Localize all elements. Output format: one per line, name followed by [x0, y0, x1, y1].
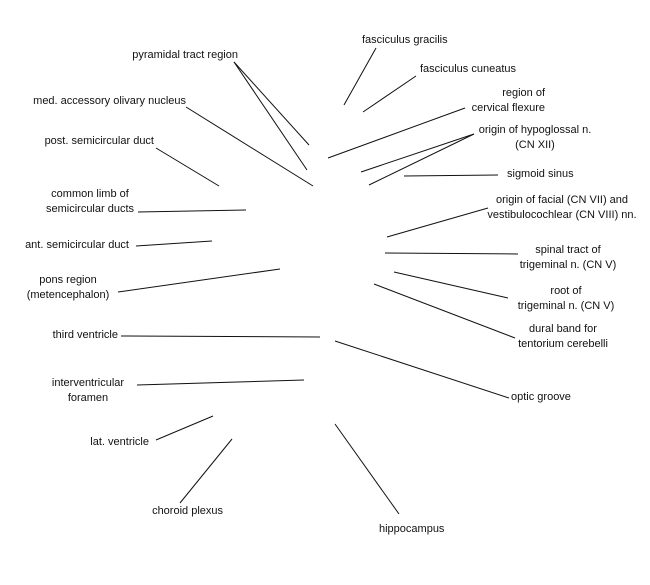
label-interventricular-foramen: interventricular foramen: [51, 377, 125, 404]
leader-sigmoid-sinus: [403, 174, 499, 177]
leader-fasciculus-gracilis: [343, 47, 377, 106]
leader-hypoglossal-a: [360, 133, 475, 173]
leader-pons-region: [117, 268, 281, 293]
label-fasciculus-gracilis: fasciculus gracilis: [362, 34, 448, 46]
leader-facial-vestibulocochlear: [386, 207, 489, 238]
label-optic-groove: optic groove: [511, 391, 571, 403]
label-ant-semicircular-duct: ant. semicircular duct: [25, 239, 129, 251]
leader-hippocampus: [334, 423, 400, 515]
label-lat-ventricle: lat. ventricle: [90, 436, 149, 448]
label-common-limb-of-semicircular-ducts: common limb of semicircular ducts: [45, 188, 135, 215]
label-pyramidal-tract-region: pyramidal tract region: [132, 49, 238, 61]
leader-third-ventricle: [120, 335, 321, 338]
leader-hypoglossal-b: [368, 133, 475, 186]
leader-choroid-plexus: [179, 438, 233, 504]
label-med-accessory-olivary-nucleus: med. accessory olivary nucleus: [33, 95, 186, 107]
leader-pyramidal-tract-a: [233, 61, 310, 146]
leader-post-semicircular: [155, 147, 220, 187]
leader-dural-band: [373, 283, 516, 339]
label-hippocampus: hippocampus: [379, 523, 445, 535]
label-dural-band-for-tentorium-cerebelli: dural band for tentorium cerebelli: [518, 323, 608, 350]
leader-spinal-tract-trigeminal: [384, 252, 519, 255]
label-sigmoid-sinus: sigmoid sinus: [507, 168, 574, 180]
leader-med-accessory-olivary: [185, 106, 314, 187]
label-spinal-tract-of-trigeminal: spinal tract of trigeminal n. (CN V): [519, 244, 617, 271]
leader-common-limb: [137, 209, 247, 213]
leader-interventricular-foramen: [136, 379, 305, 386]
label-pons-region: pons region (metencephalon): [26, 274, 110, 301]
label-root-of-trigeminal: root of trigeminal n. (CN V): [517, 285, 615, 312]
leader-cervical-flexure: [327, 107, 466, 159]
leader-optic-groove: [334, 340, 510, 399]
label-fasciculus-cuneatus: fasciculus cuneatus: [420, 63, 516, 75]
label-origin-of-hypoglossal: origin of hypoglossal n. (CN XII): [478, 124, 592, 151]
label-choroid-plexus: choroid plexus: [152, 505, 223, 517]
label-third-ventricle: third ventricle: [52, 329, 118, 341]
label-origin-of-facial-and-vestibulocochlear: origin of facial (CN VII) and vestibuloc…: [487, 194, 637, 221]
label-region-of-cervical-flexure: region of cervical flexure: [471, 87, 545, 114]
label-post-semicircular-duct: post. semicircular duct: [44, 135, 154, 147]
leader-ant-semicircular: [135, 240, 213, 247]
leader-root-trigeminal: [393, 271, 509, 299]
leader-fasciculus-cuneatus: [362, 75, 417, 113]
leader-lat-ventricle: [155, 415, 214, 441]
leader-pyramidal-tract-b: [233, 61, 308, 171]
